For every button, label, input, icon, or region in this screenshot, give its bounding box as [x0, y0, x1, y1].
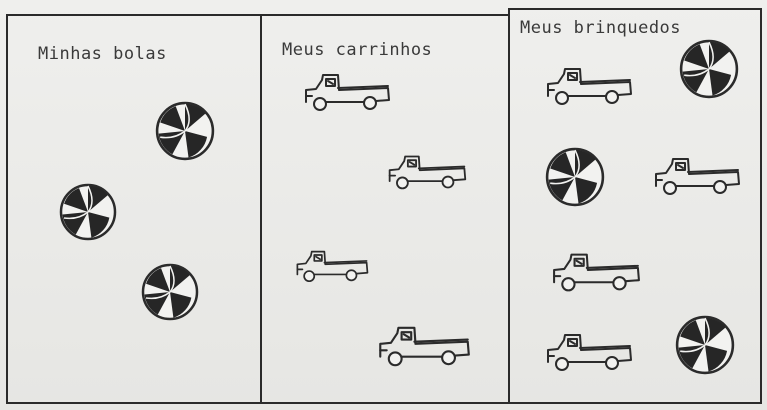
ball-icon: [58, 182, 118, 242]
truck-icon: [302, 72, 392, 112]
panel-meus-brinquedos: Meus brinquedos: [508, 8, 762, 404]
ball-icon: [140, 262, 200, 322]
truck-icon: [650, 156, 744, 196]
truck-icon: [544, 330, 634, 374]
panel-minhas-bolas: Minhas bolas: [6, 14, 262, 404]
ball-icon: [154, 100, 216, 162]
ball-icon: [674, 314, 736, 376]
panel-title: Minhas bolas: [38, 44, 167, 64]
truck-icon: [376, 324, 472, 368]
truck-icon: [550, 250, 642, 294]
panel-title: Meus brinquedos: [520, 18, 682, 38]
panel-title: Meus carrinhos: [282, 40, 433, 60]
ball-icon: [678, 38, 740, 100]
truck-icon: [386, 152, 468, 192]
truck-icon: [294, 244, 370, 288]
ball-icon: [544, 146, 606, 208]
panel-meus-carrinhos: Meus carrinhos: [260, 14, 510, 404]
truck-icon: [544, 66, 634, 106]
